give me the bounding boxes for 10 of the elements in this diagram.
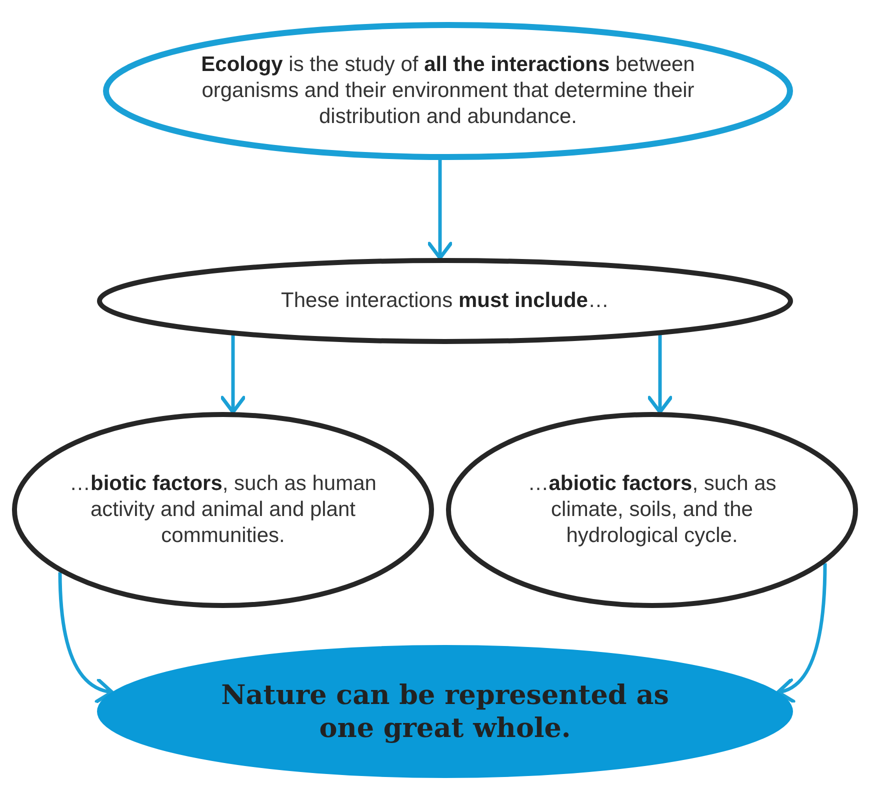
arrow xyxy=(58,572,114,702)
node-text: These interactions must include… xyxy=(280,288,610,314)
arrow xyxy=(427,160,453,260)
node-text: Ecology is the study of all the interactions between organisms and their environment that determine their distribution and abundance. xyxy=(200,52,696,130)
arrow xyxy=(220,335,246,414)
arrow xyxy=(647,334,673,414)
node-text: …abiotic factors, such as climate, soils, and the hydrological cycle. xyxy=(526,471,778,549)
arrow xyxy=(776,563,827,702)
conclusion-text: Nature can be represented as one great whole. xyxy=(220,678,670,744)
node-text: …biotic factors, such as human activity and animal and plant communities. xyxy=(68,471,378,549)
